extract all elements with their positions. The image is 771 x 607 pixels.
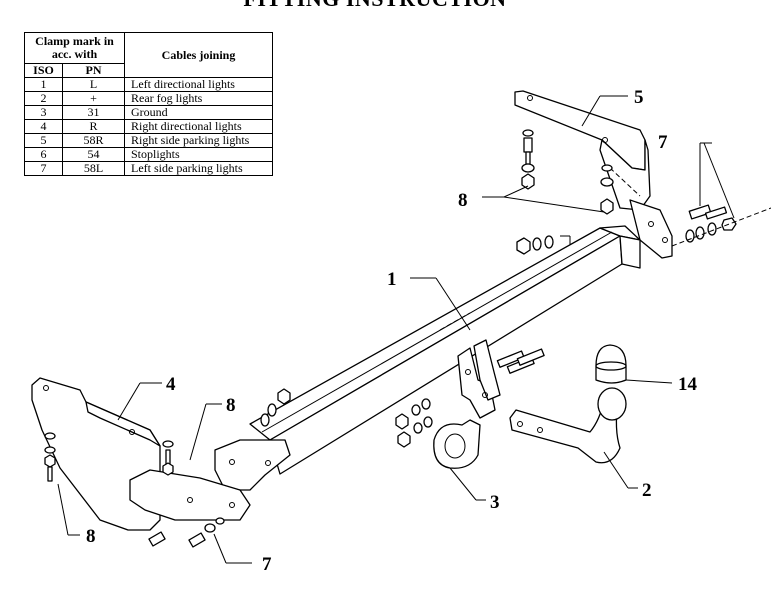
callout-14: 14 [625, 374, 698, 395]
bolts-right-side [671, 204, 771, 247]
nuts-main-bar-end [516, 235, 571, 258]
description-cell: Right side parking lights [124, 133, 273, 148]
bolts-left-bracket [44, 388, 291, 548]
header-pn: PN [62, 63, 125, 78]
page-title: FITTING INSTRUCTION [170, 0, 580, 12]
callout-label: 8 [226, 395, 236, 416]
callout-7-bottom: 7 [213, 533, 272, 575]
bolts-right-bracket [521, 129, 614, 215]
callout-4: 4 [117, 374, 176, 421]
callout-8-mid: 8 [189, 395, 236, 461]
left-mounting-bracket [31, 377, 251, 531]
electrical-socket-plate [395, 398, 481, 469]
callout-5: 5 [581, 87, 644, 127]
callout-label: 7 [658, 132, 668, 153]
callout-label: 5 [634, 87, 644, 108]
callout-label: 8 [458, 190, 468, 211]
description-cell: Left side parking lights [124, 161, 273, 176]
header-cables-joining: Cables joining [124, 32, 273, 78]
pn-cell: 58R [62, 133, 125, 148]
pn-cell: 31 [62, 105, 125, 120]
tow-ball-arm [509, 387, 627, 464]
callout-label: 3 [490, 492, 500, 513]
callout-label: 14 [678, 374, 698, 395]
callout-label: 1 [387, 269, 397, 290]
right-mounting-bracket [514, 90, 673, 259]
main-cross-beam [249, 225, 641, 475]
callout-label: 8 [86, 526, 96, 547]
callout-7-top: 7 [658, 132, 735, 219]
tow-ball-cap [595, 344, 627, 384]
description-cell: Rear fog lights [124, 91, 273, 106]
description-cell: Left directional lights [124, 77, 273, 92]
callout-label: 7 [262, 554, 272, 575]
pn-cell: 58L [62, 161, 125, 176]
callout-label: 4 [166, 374, 176, 395]
callout-label: 2 [642, 480, 652, 501]
header-clamp-mark: Clamp mark in acc. with [24, 32, 125, 64]
callout-8-top: 8 [458, 185, 605, 213]
beam-middle-bracket [457, 339, 545, 419]
callout-1: 1 [387, 269, 471, 331]
cable-legend-table: Clamp mark in acc. with Cables joining I… [24, 32, 273, 176]
callout-3: 3 [449, 467, 500, 513]
callout-8-left: 8 [57, 483, 96, 547]
beam-left-plate [214, 439, 291, 491]
callout-2: 2 [603, 451, 652, 501]
